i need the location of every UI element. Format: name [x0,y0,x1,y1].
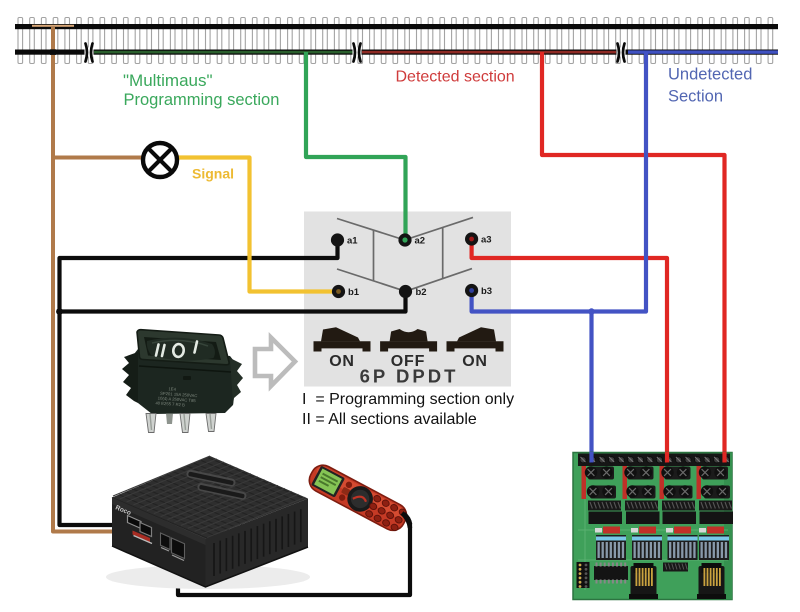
svg-text:a1: a1 [347,236,358,247]
svg-text:1E4: 1E4 [168,386,176,392]
svg-text:I = Programming section only: I = Programming section only [302,391,514,408]
svg-text:Undetected: Undetected [668,66,752,84]
svg-text:b1: b1 [348,287,360,298]
svg-text:II = All sections available: II = All sections available [302,411,477,428]
svg-text:ON: ON [329,353,355,370]
svg-text:Section: Section [668,88,723,106]
svg-text:a3: a3 [481,235,492,246]
svg-text:6P DPDT: 6P DPDT [360,366,459,387]
svg-text:Detected section: Detected section [396,69,515,86]
svg-text:40 E255 7 R2 B: 40 E255 7 R2 B [155,400,185,407]
svg-text:b3: b3 [481,286,492,297]
svg-text:ON: ON [462,353,488,370]
svg-text:SP201 15A 250VAC: SP201 15A 250VAC [160,391,198,399]
svg-text:"Multimaus": "Multimaus" [123,71,213,90]
svg-text:OFF: OFF [391,353,425,370]
svg-text:Programming section: Programming section [124,91,280,109]
svg-text:10(4) A 250VAC T85: 10(4) A 250VAC T85 [158,396,197,404]
svg-text:Signal: Signal [192,166,234,182]
svg-text:a2: a2 [415,236,426,247]
svg-text:b2: b2 [416,287,427,298]
